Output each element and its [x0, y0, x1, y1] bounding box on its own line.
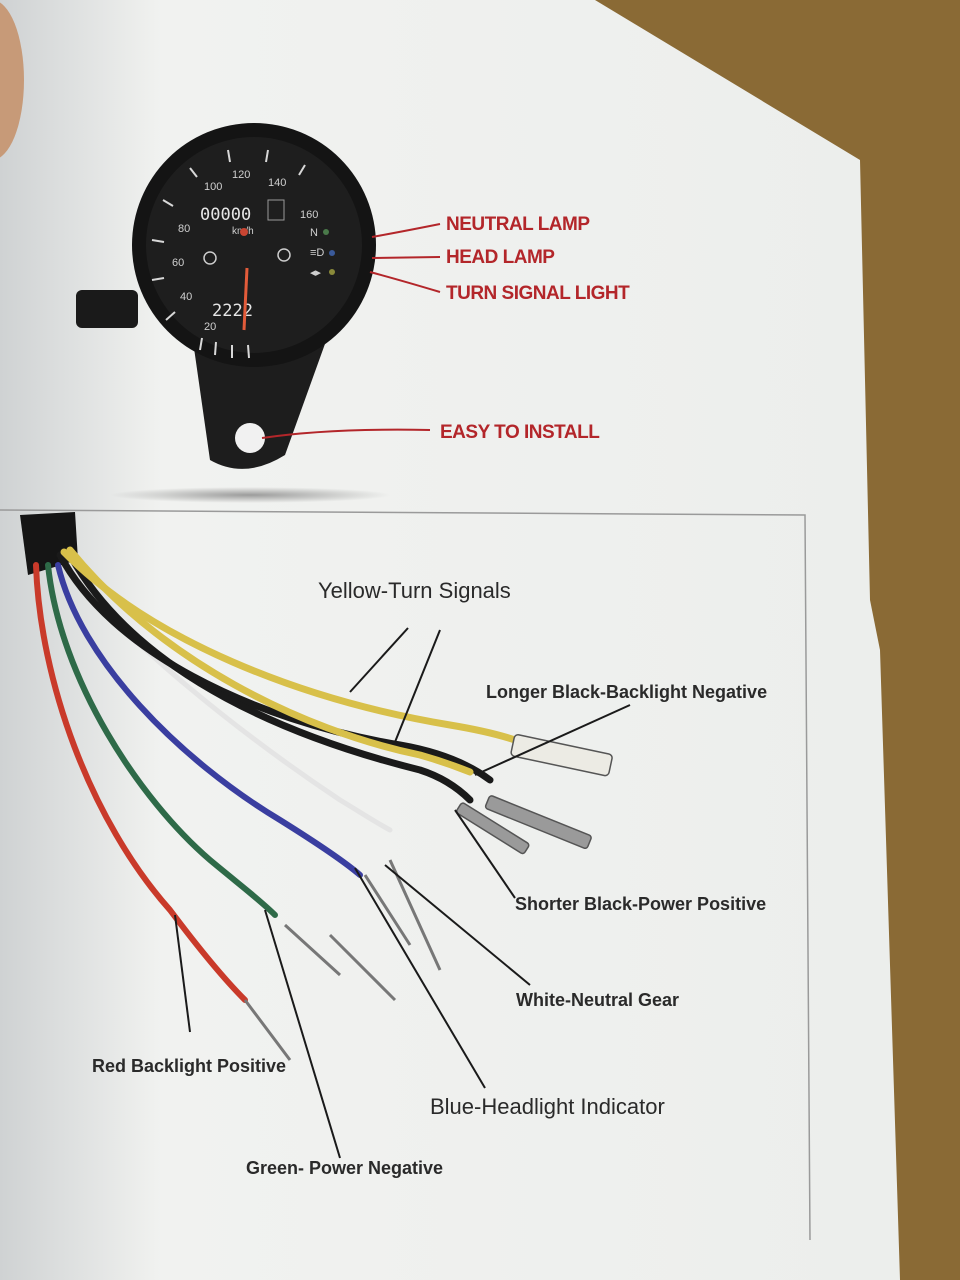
dial-ticks: [151, 149, 306, 359]
label-longer-black: Longer Black-Backlight Negative: [486, 682, 767, 702]
label-yellow-turn-signals: Yellow-Turn Signals: [318, 578, 511, 603]
dial-number: 20: [204, 321, 216, 333]
terminal-connector: [484, 795, 592, 850]
label-white: White-Neutral Gear: [516, 990, 679, 1010]
cable-stub: [76, 290, 138, 328]
callout-leaders: [261, 223, 441, 439]
dial-number: 140: [268, 177, 286, 189]
dial-number: 120: [232, 169, 250, 181]
mounting-hole-icon: [235, 423, 265, 453]
label-shorter-black: Shorter Black-Power Positive: [515, 894, 766, 914]
wire-green: [45, 562, 278, 918]
dial-number: 40: [180, 291, 192, 303]
wire-black-short: [66, 551, 474, 804]
small-knob-icon: [203, 251, 217, 265]
dial-number: 100: [204, 181, 222, 193]
terminal-connector: [510, 733, 613, 777]
wire-blue: [55, 562, 363, 878]
odometer: 00000: [200, 205, 251, 225]
terminal-connector: [456, 802, 530, 855]
odometer-window: [267, 199, 285, 221]
wire-yellow-1: [60, 548, 519, 744]
callout-head-lamp: HEAD LAMP: [446, 247, 555, 268]
label-green: Green- Power Negative: [246, 1158, 443, 1178]
terminals: [243, 733, 613, 1061]
dial-number: 80: [178, 223, 190, 235]
wire-yellow-2: [66, 546, 474, 776]
headlamp-dot-icon: [329, 250, 335, 256]
callout-easy-to-install: EASY TO INSTALL: [440, 422, 600, 443]
neutral-indicator-icon: N: [310, 227, 318, 239]
neutral-lamp-dot-icon: [323, 229, 329, 235]
speedometer: 20 40 60 80 100 120 140 160 00000 km/h 2…: [76, 123, 390, 503]
small-knob-icon: [277, 248, 291, 262]
headlamp-indicator-icon: ≡D: [310, 247, 324, 259]
turn-signal-dot-icon: [329, 269, 335, 275]
label-blue: Blue-Headlight Indicator: [430, 1094, 665, 1119]
wire-red: [33, 562, 248, 1003]
callout-neutral-lamp: NEUTRAL LAMP: [446, 214, 590, 235]
dial-number: 60: [172, 257, 184, 269]
gauge-face: [146, 137, 362, 353]
needle: [242, 267, 249, 331]
dial-number: 160: [300, 209, 318, 221]
label-red: Red Backlight Positive: [92, 1056, 286, 1076]
tripmeter: 2222: [212, 301, 253, 321]
harness-frame: [0, 509, 811, 1241]
gauge-shadow: [110, 487, 390, 503]
needle-hub: [240, 228, 248, 236]
callout-turn-signal-light: TURN SIGNAL LIGHT: [446, 283, 630, 304]
label-leaders: [174, 627, 631, 1159]
wires: [33, 546, 519, 1003]
turn-signal-indicator-icon: ◂▸: [310, 267, 322, 279]
thumb: [0, 2, 24, 158]
